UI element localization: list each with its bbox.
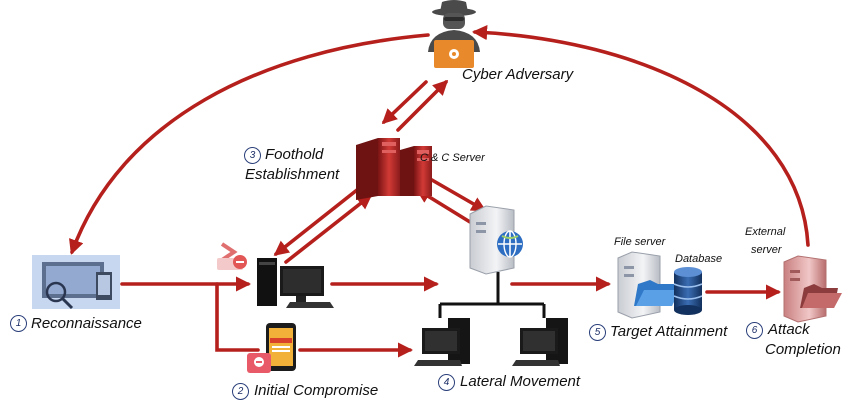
stage-5-label: Target Attainment <box>610 323 728 340</box>
stage-3-badge: 3 <box>244 147 261 164</box>
desktop-computer-icon <box>217 242 334 308</box>
external-server-icon <box>783 255 842 323</box>
database-label: Database <box>675 253 723 265</box>
stage-4-label: Lateral Movement <box>460 373 581 390</box>
arrow-adversary-to-cc <box>381 80 428 125</box>
stage-1-label: Reconnaissance <box>31 315 142 332</box>
arrow-pc-to-cc <box>284 194 373 264</box>
arrow-cc-to-pc <box>273 184 364 256</box>
stage-6-badge: 6 <box>746 322 763 339</box>
smartphone-icon <box>247 323 296 373</box>
external-server-label-2: server <box>751 244 782 256</box>
server-rack-icon <box>356 138 432 200</box>
file-server-label: File server <box>614 236 666 248</box>
arc-external-to-adversary <box>471 25 810 247</box>
cc-server-label: C & C Server <box>420 152 485 164</box>
arrow-cc-to-network <box>423 174 487 212</box>
stage-1-badge: 1 <box>10 315 27 332</box>
stage-3-label-line2: Establishment <box>245 166 340 183</box>
stage-6-label-line2: Completion <box>765 341 841 358</box>
arc-adversary-to-recon <box>69 33 430 255</box>
multi-device-icon <box>32 255 120 310</box>
stage-2-label: Initial Compromise <box>254 382 379 399</box>
lateral-pc-right-icon <box>512 318 568 366</box>
hacker-with-laptop-icon <box>428 0 480 68</box>
arrow-cc-to-adversary <box>396 79 449 132</box>
external-server-label-1: External <box>745 226 786 238</box>
cyber-adversary-label: Cyber Adversary <box>462 66 574 83</box>
stage-6-label-line1: Attack <box>768 321 810 338</box>
stage-2-badge: 2 <box>232 383 249 400</box>
stage-5-badge: 5 <box>589 324 606 341</box>
arrow-branch-down <box>215 282 260 352</box>
stage-3-label-line1: Foothold <box>265 146 324 163</box>
file-server-icon <box>617 251 680 319</box>
lateral-network-lines <box>438 272 546 318</box>
stage-4-badge: 4 <box>438 374 455 391</box>
web-server-globe-icon <box>469 205 523 275</box>
database-icon <box>673 267 703 315</box>
lateral-pc-left-icon <box>414 318 470 366</box>
